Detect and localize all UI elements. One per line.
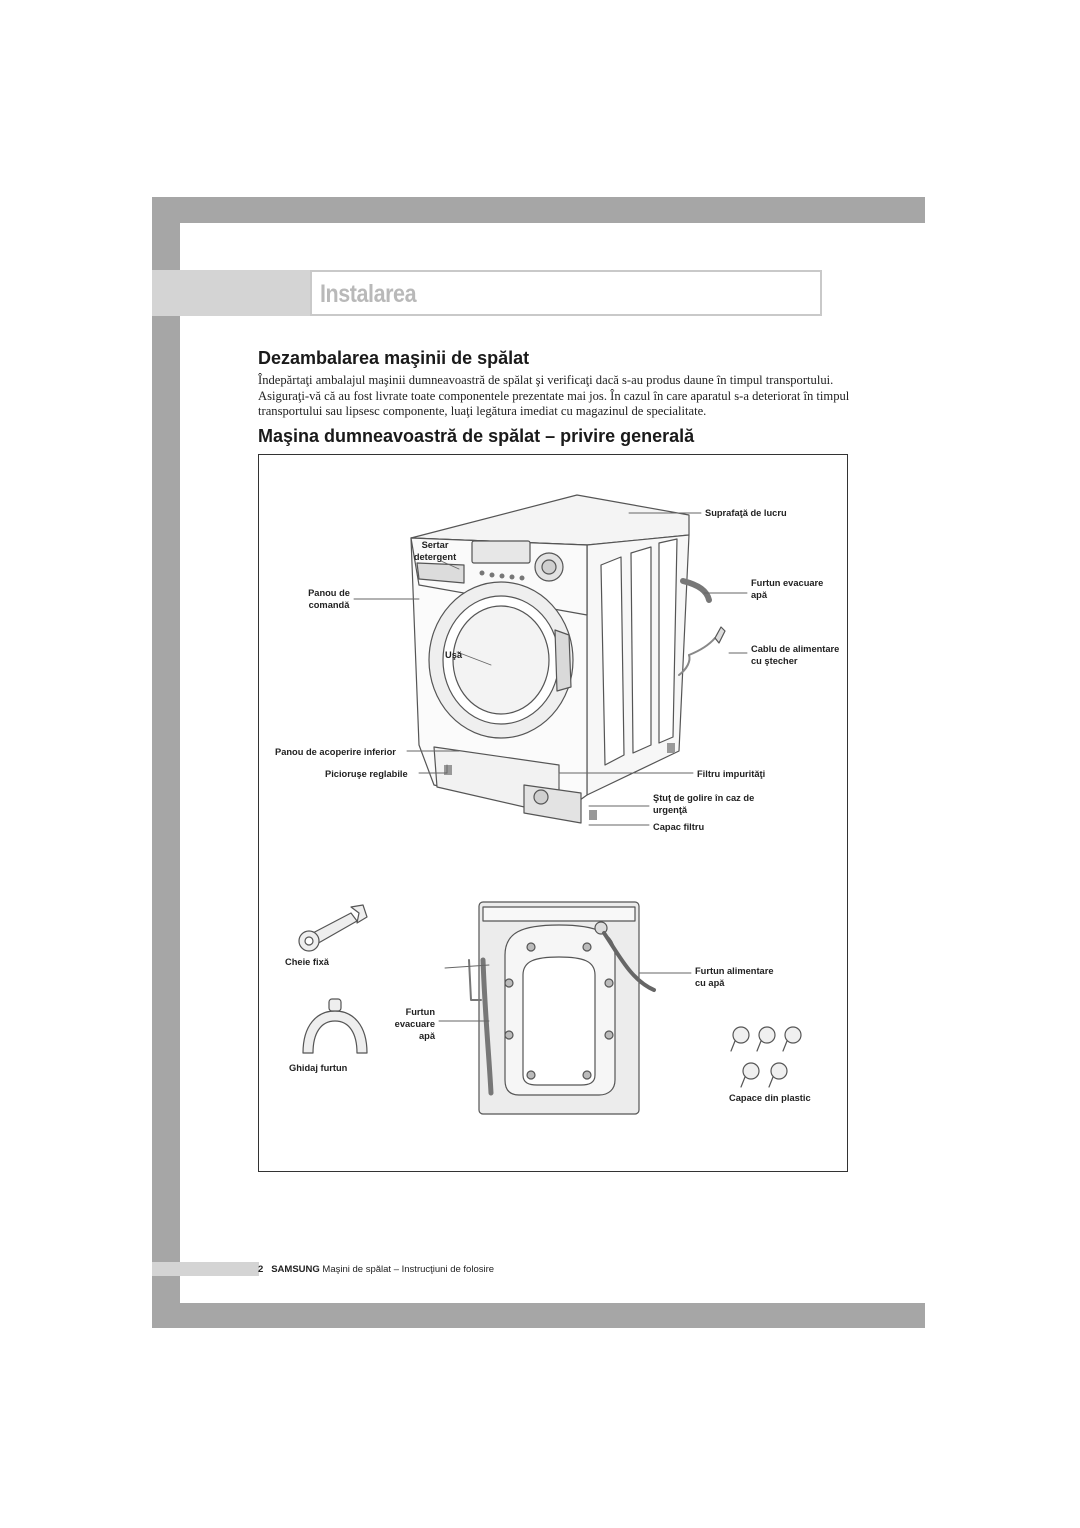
label-drawer-line1: Sertar [421, 540, 449, 550]
page-footer: 2 SAMSUNG Maşini de spălat – Instrucţiun… [258, 1264, 494, 1275]
footer-tab [152, 1262, 259, 1276]
plastic-caps-drawing [730, 1026, 802, 1088]
unpacking-heading: Dezambalarea maşinii de spălat [258, 348, 530, 368]
label-drawer: Sertar detergent [399, 539, 471, 563]
label-back-drain-line3: apă [418, 1031, 435, 1041]
label-power-cord-line2: cu ştecher [751, 656, 798, 666]
label-drawer-line2: detergent [413, 552, 457, 562]
label-filter: Filtru impurităţi [697, 769, 766, 779]
brand-name: SAMSUNG [271, 1264, 320, 1275]
label-drain-hose-line1: Furtun evacuare [751, 578, 824, 588]
label-lower-panel: Panou de acoperire inferior [275, 747, 396, 757]
label-emergency-line2: urgenţă [653, 805, 688, 815]
footer-text: Maşini de spălat – Instrucţiuni de folos… [322, 1264, 495, 1275]
label-door: Uşă [445, 650, 463, 660]
washing-machine-illustration [298, 494, 802, 1115]
label-supply-hose-line1: Furtun alimentare [695, 966, 774, 976]
label-drain-hose: Furtun evacuare apă [751, 577, 823, 601]
label-supply-hose: Furtun alimentare cu apă [695, 965, 774, 989]
label-back-drain-hose: Furtun evacuare apă [369, 1006, 435, 1042]
label-spanner: Cheie fixă [285, 957, 329, 967]
unpacking-body: Îndepărtaţi ambalajul maşinii dumneavoas… [258, 373, 850, 419]
label-plastic-caps: Capace din plastic [729, 1093, 811, 1103]
label-feet: Picioruşe reglabile [325, 769, 408, 779]
rear-machine-drawing [468, 901, 656, 1115]
label-back-drain-line2: evacuare [394, 1019, 435, 1029]
label-emergency-drain: Ştuţ de golire în caz de urgenţă [653, 792, 754, 816]
label-power-cord-line1: Cablu de alimentare [751, 644, 840, 654]
label-emergency-line1: Ştuţ de golire în caz de [653, 793, 755, 803]
hose-guide-drawing [302, 998, 368, 1054]
overview-figure: Suprafaţă de lucru Sertar detergent Pano… [258, 454, 848, 1172]
top-bar [152, 197, 925, 223]
section-header: Instalarea [310, 270, 822, 316]
left-bar [152, 197, 180, 1328]
label-filter-cap: Capac filtru [653, 822, 705, 832]
label-drain-hose-line2: apă [751, 590, 768, 600]
label-control-line2: comandă [308, 600, 350, 610]
front-machine-drawing [410, 494, 726, 824]
page-number: 2 [258, 1264, 264, 1275]
section-title: Instalarea [320, 280, 417, 308]
spanner-drawing [298, 904, 368, 952]
label-supply-hose-line2: cu apă [695, 978, 725, 988]
label-control-line1: Panou de [308, 588, 350, 598]
label-worktop: Suprafaţă de lucru [705, 508, 787, 518]
overview-heading: Maşina dumneavoastră de spălat – privire… [258, 426, 695, 446]
label-power-cord: Cablu de alimentare cu ştecher [751, 643, 839, 667]
label-back-drain-line1: Furtun [405, 1007, 435, 1017]
label-control-panel: Panou de comandă [299, 587, 359, 611]
section-header-band [152, 270, 312, 316]
label-hose-guide: Ghidaj furtun [289, 1063, 348, 1073]
bottom-bar [152, 1303, 925, 1328]
